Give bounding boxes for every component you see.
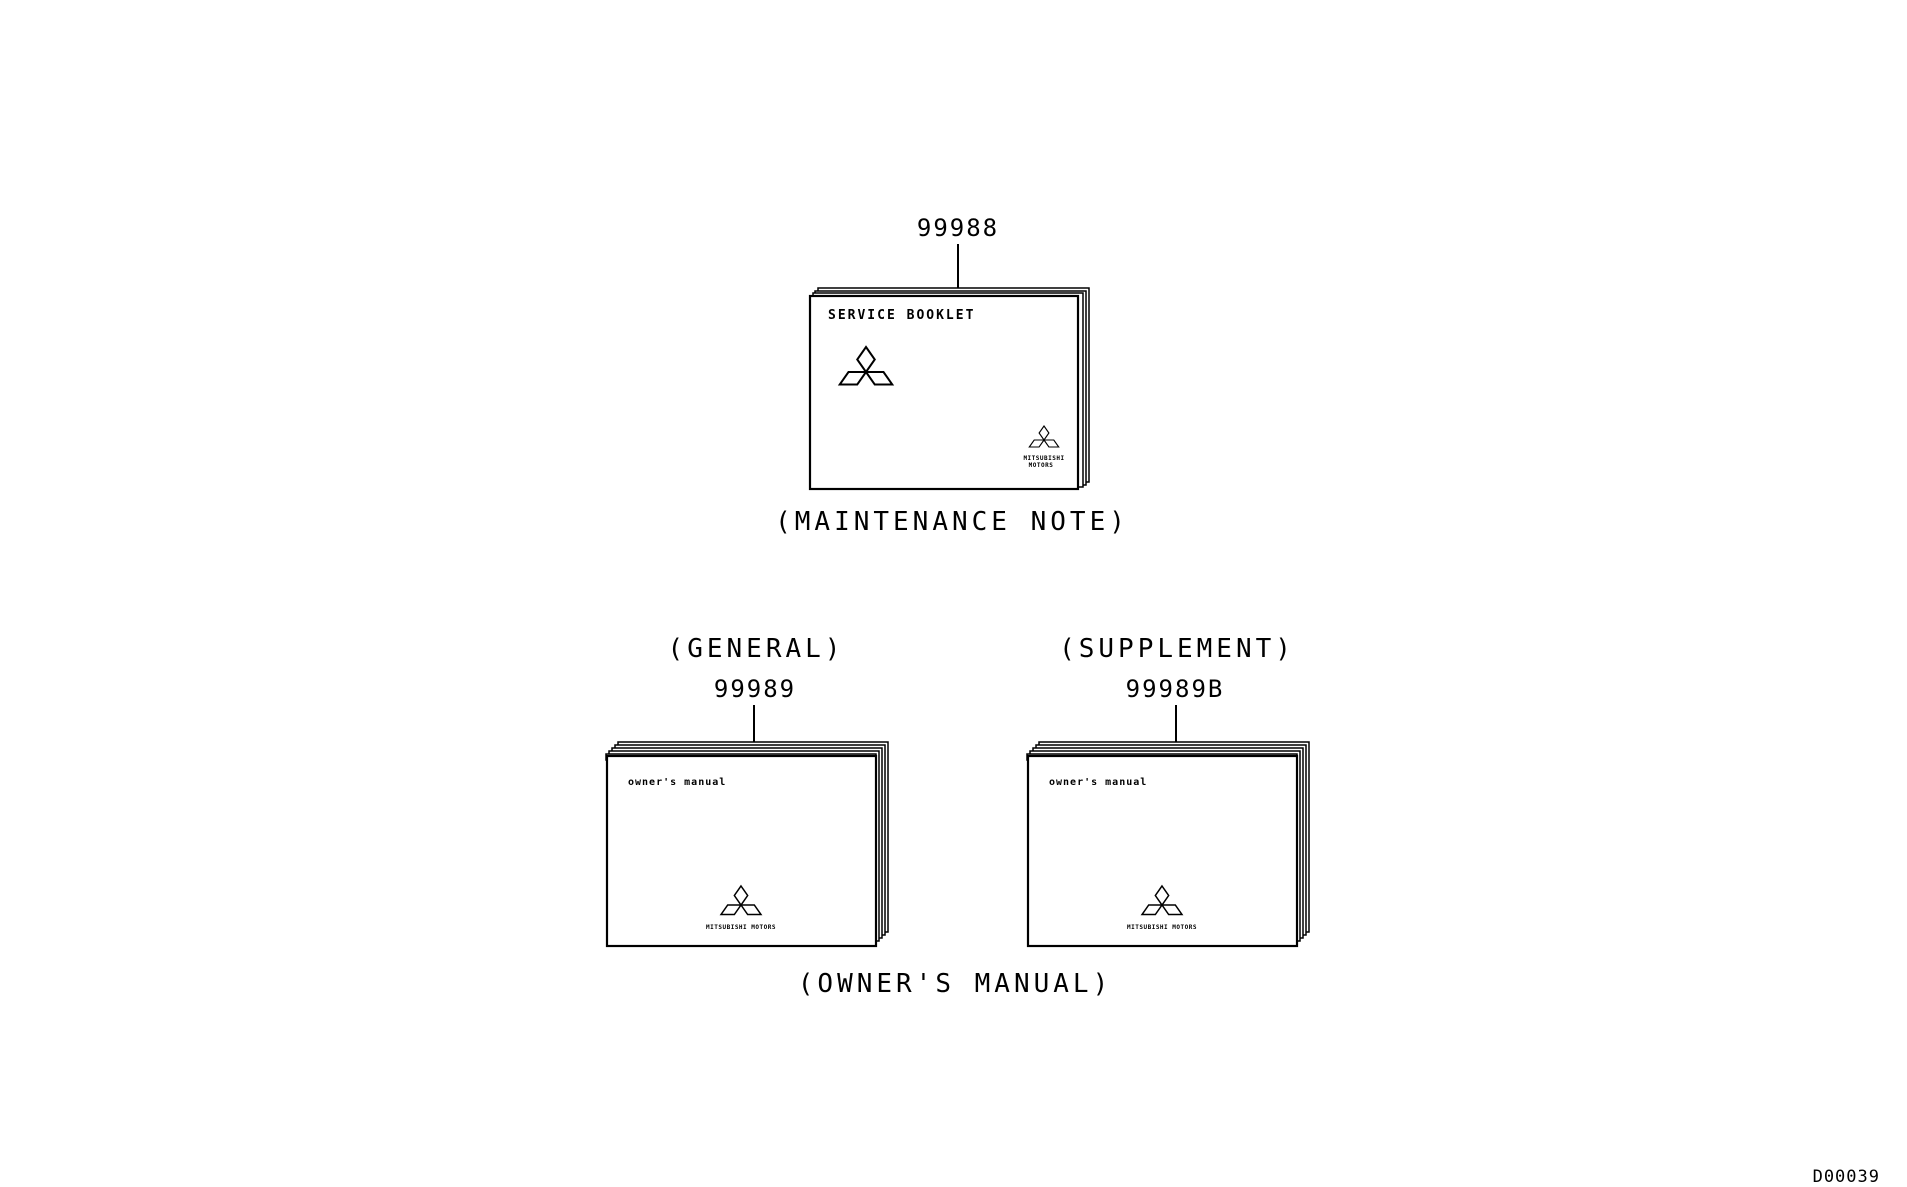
supplement-part-number: 99989B xyxy=(1126,675,1225,703)
service-booklet-title: SERVICE BOOKLET xyxy=(828,308,975,323)
general-cover-title: owner's manual xyxy=(628,777,726,788)
service-booklet: SERVICE BOOKLET MITSUBISHI MOTORS xyxy=(808,287,1090,491)
supplement-brand: MITSUBISHI MOTORS xyxy=(1127,924,1197,931)
owners-manual-supplement-group: (SUPPLEMENT) 99989B owner's manual MITSU… xyxy=(1026,634,1310,948)
supplement-heading: (SUPPLEMENT) xyxy=(1059,634,1295,664)
service-booklet-brand-line2: MOTORS xyxy=(1029,462,1054,469)
general-heading: (GENERAL) xyxy=(668,634,845,664)
owners-manual-general-group: (GENERAL) 99989 owner's manual MITSUBISH… xyxy=(605,634,889,948)
service-booklet-brand-line1: MITSUBISHI xyxy=(1023,455,1064,462)
drawing-id: D00039 xyxy=(1813,1167,1880,1187)
maintenance-note-caption: (MAINTENANCE NOTE) xyxy=(775,507,1129,537)
owners-manual-supplement-book: owner's manual MITSUBISHI MOTORS xyxy=(1026,741,1310,948)
owners-manual-caption: (OWNER'S MANUAL) xyxy=(798,969,1112,999)
general-cover xyxy=(605,754,878,948)
general-brand: MITSUBISHI MOTORS xyxy=(706,924,776,931)
supplement-cover-title: owner's manual xyxy=(1049,777,1147,788)
general-part-number: 99989 xyxy=(714,675,796,703)
service-booklet-cover xyxy=(808,294,1080,491)
maintenance-note-part-number: 99988 xyxy=(917,214,999,242)
maintenance-note-group: 99988 SERVICE BOOKLET MITSUBISHI MOTORS … xyxy=(775,214,1129,537)
owners-manual-general-book: owner's manual MITSUBISHI MOTORS xyxy=(605,741,889,948)
supplement-cover xyxy=(1026,754,1299,948)
